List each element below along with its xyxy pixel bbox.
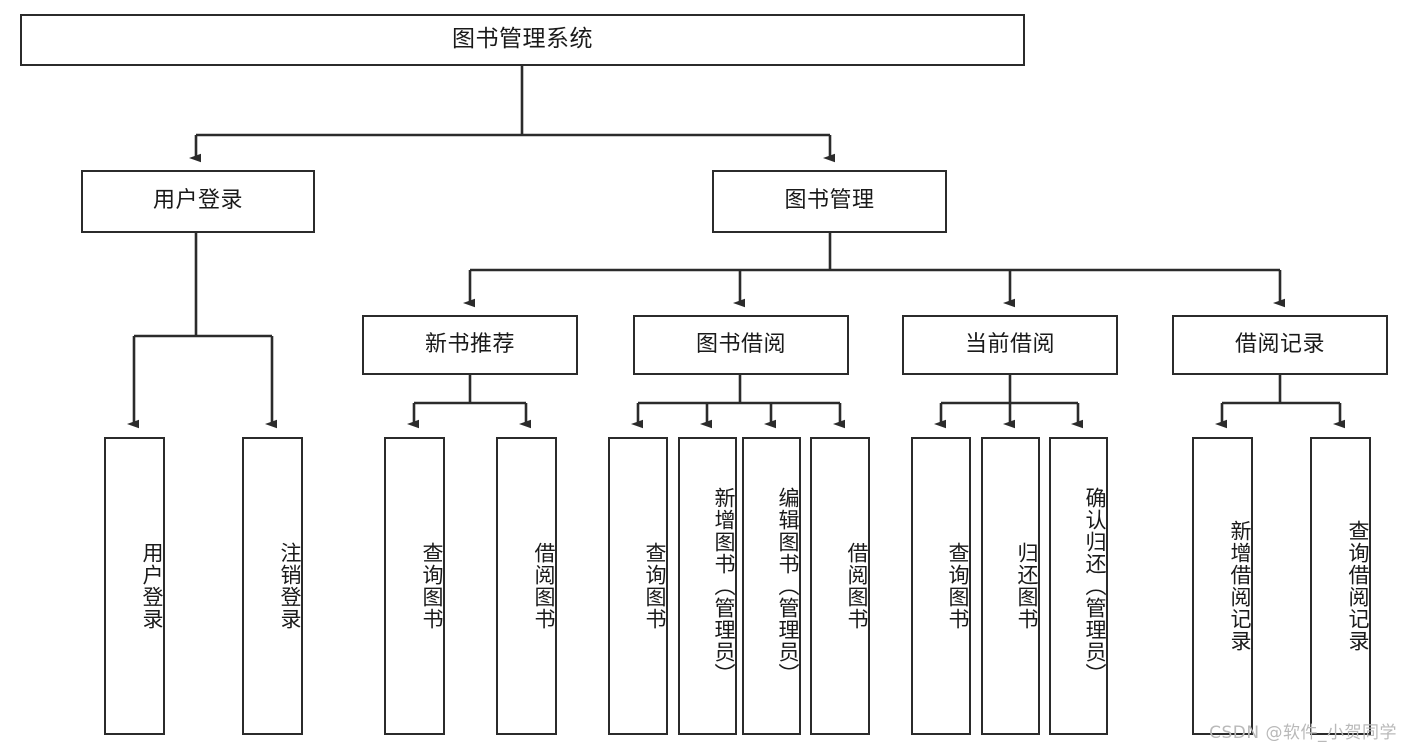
leaf-book-borrow-add[interactable]: 新增图书（管理员）: [678, 437, 737, 735]
node-label: 借阅图书: [532, 542, 556, 630]
node-label: 图书管理: [784, 188, 875, 214]
node-label: 用户登录: [140, 542, 164, 630]
node-label: 查询借阅记录: [1346, 520, 1370, 652]
node-label: 查询图书: [643, 542, 667, 630]
node-label: 用户登录: [152, 188, 243, 214]
leaf-current-borrow-return[interactable]: 归还图书: [981, 437, 1040, 735]
node-label: 查询图书: [420, 542, 444, 630]
node-label: 新增借阅记录: [1228, 520, 1252, 652]
node-book-borrow[interactable]: 图书借阅: [633, 315, 849, 375]
node-label: 编辑图书（管理员）: [776, 487, 800, 685]
leaf-new-book-borrow[interactable]: 借阅图书: [496, 437, 557, 735]
node-label: 确认归还（管理员）: [1083, 487, 1107, 685]
node-label: 借阅图书: [845, 542, 869, 630]
node-new-book-recommend[interactable]: 新书推荐: [362, 315, 578, 375]
node-label: 图书借阅: [695, 331, 786, 357]
leaf-user-login-logout[interactable]: 注销登录: [242, 437, 303, 735]
node-user-login[interactable]: 用户登录: [81, 170, 315, 233]
leaf-borrow-record-add[interactable]: 新增借阅记录: [1192, 437, 1253, 735]
node-label: 图书管理系统: [452, 26, 593, 53]
node-label: 新增图书（管理员）: [712, 487, 736, 685]
leaf-borrow-record-query[interactable]: 查询借阅记录: [1310, 437, 1371, 735]
leaf-book-borrow-query[interactable]: 查询图书: [608, 437, 668, 735]
leaf-current-borrow-confirm[interactable]: 确认归还（管理员）: [1049, 437, 1108, 735]
node-borrow-record[interactable]: 借阅记录: [1172, 315, 1388, 375]
leaf-new-book-query[interactable]: 查询图书: [384, 437, 445, 735]
node-current-borrow[interactable]: 当前借阅: [902, 315, 1118, 375]
leaf-user-login-login[interactable]: 用户登录: [104, 437, 165, 735]
node-label: 查询图书: [946, 542, 970, 630]
node-label: 借阅记录: [1234, 331, 1325, 357]
leaf-current-borrow-query[interactable]: 查询图书: [911, 437, 971, 735]
leaf-book-borrow-edit[interactable]: 编辑图书（管理员）: [742, 437, 801, 735]
node-book-management[interactable]: 图书管理: [712, 170, 947, 233]
node-label: 当前借阅: [964, 331, 1055, 357]
node-label: 归还图书: [1015, 542, 1039, 630]
node-label: 注销登录: [278, 542, 302, 630]
node-root-system[interactable]: 图书管理系统: [20, 14, 1025, 66]
csdn-watermark: CSDN @软件_小贺同学: [1209, 723, 1397, 743]
leaf-book-borrow-borrow[interactable]: 借阅图书: [810, 437, 870, 735]
node-label: 新书推荐: [424, 331, 515, 357]
